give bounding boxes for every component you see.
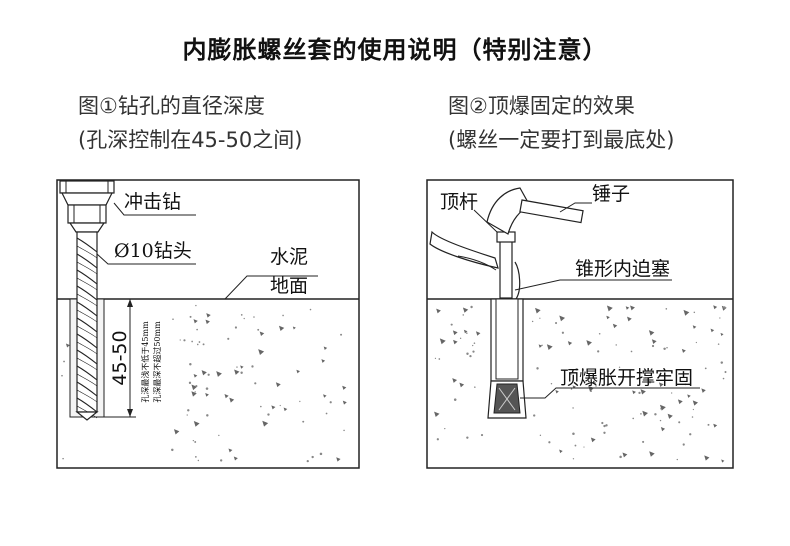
label-setting-rod: 顶杆 bbox=[440, 191, 478, 213]
depth-dimension bbox=[104, 299, 136, 418]
label-ground-line2: 地面 bbox=[270, 275, 308, 297]
label-impact-drill: 冲击钻 bbox=[124, 191, 181, 213]
fig2-leader-cone bbox=[514, 279, 672, 291]
depth-label: 45-50 bbox=[109, 330, 131, 385]
fig1-concrete-texture bbox=[61, 304, 347, 463]
depth-note-min: 孔深最浅不低于45mm bbox=[140, 321, 150, 403]
fig2-concrete-slab bbox=[428, 299, 732, 467]
anchor-sleeve bbox=[487, 298, 527, 419]
fig2-leader-rod bbox=[473, 209, 498, 233]
depth-note-max: 孔深最深不超过50mm bbox=[152, 321, 162, 403]
fig1-caption-line2: (孔深控制在45-50之间) bbox=[78, 128, 303, 152]
figure-2-setting: 顶杆 锤子 锥形内迫塞 顶爆胀开撑牢固 bbox=[426, 179, 734, 469]
fig2-caption-line1: 图②顶爆固定的效果 bbox=[448, 94, 635, 118]
drill-bit bbox=[75, 231, 99, 421]
hammer bbox=[486, 187, 584, 235]
fig2-caption-line2: (螺丝一定要打到最底处) bbox=[448, 128, 675, 152]
fig1-leader-ground bbox=[224, 275, 318, 300]
fig2-leader-hammer bbox=[559, 202, 592, 213]
fig1-leader-drill bbox=[113, 202, 196, 216]
impact-drill bbox=[59, 180, 115, 233]
label-expand-secure: 顶爆胀开撑牢固 bbox=[560, 367, 693, 389]
fig1-leader-bit bbox=[96, 253, 196, 265]
fig2-leader-expand bbox=[520, 387, 700, 399]
label-ground-line1: 水泥 bbox=[270, 246, 308, 268]
page-title: 内膨胀螺丝套的使用说明（特别注意） bbox=[182, 36, 608, 64]
fig1-caption-line1: 图①钻孔的直径深度 bbox=[78, 94, 265, 118]
label-cone-plug: 锥形内迫塞 bbox=[575, 258, 670, 280]
label-hammer: 锤子 bbox=[592, 183, 630, 205]
fig1-concrete-slab bbox=[58, 299, 358, 467]
figure-1-drilling: 冲击钻 Ø10钻头 水泥 地面 45-50 孔深最浅不低于45mm 孔深最深不超… bbox=[56, 179, 360, 469]
fig2-concrete-texture bbox=[434, 305, 727, 463]
label-drill-bit: Ø10钻头 bbox=[114, 240, 192, 262]
